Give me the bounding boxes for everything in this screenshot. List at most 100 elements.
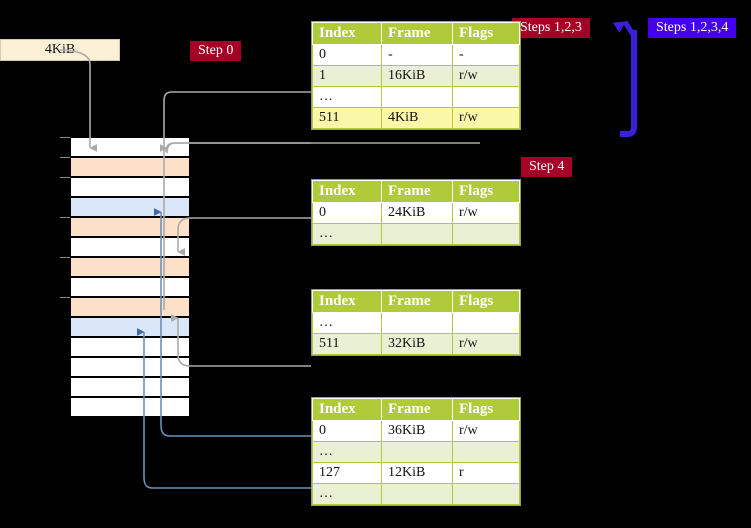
table-row: … — [312, 441, 520, 463]
memory-block-4 — [70, 217, 190, 237]
cell-frame: 4KiB — [381, 107, 453, 129]
memory-block-9 — [70, 317, 190, 337]
steps-1234-label: Steps 1,2,3,4 — [656, 20, 729, 35]
connector-pml4-511-to-block1 — [160, 142, 480, 154]
table-row: … — [312, 86, 520, 108]
cell-flags: r/w — [452, 202, 520, 224]
cell-flags — [452, 441, 520, 463]
frame-size-label: 4KiB — [44, 42, 76, 57]
memory-block-3 — [70, 197, 190, 217]
cell-index: … — [312, 483, 382, 505]
memory-block-1 — [70, 157, 190, 177]
column-header-index: Index — [312, 180, 382, 203]
column-header-index: Index — [312, 290, 382, 313]
frame-size-box: 4KiB — [0, 39, 120, 61]
cell-flags — [452, 483, 520, 505]
cell-frame: 12KiB — [381, 462, 453, 484]
step-0-badge: Step 0 — [190, 41, 242, 61]
steps-123-badge: Steps 1,2,3 — [512, 18, 590, 38]
column-header-frame: Frame — [381, 398, 453, 421]
memory-block-13 — [70, 397, 190, 417]
cell-index: 511 — [312, 107, 382, 129]
memory-block-10 — [70, 337, 190, 357]
cell-flags: r — [452, 462, 520, 484]
cell-frame — [381, 312, 453, 334]
column-header-frame: Frame — [381, 22, 453, 45]
step-4-label: Step 4 — [529, 159, 565, 174]
column-header-frame: Frame — [381, 290, 453, 313]
memory-block-12 — [70, 377, 190, 397]
column-header-frame: Frame — [381, 180, 453, 203]
steps-123-label: Steps 1,2,3 — [520, 20, 582, 35]
table-row: … — [312, 312, 520, 334]
cell-index: … — [312, 312, 382, 334]
cell-frame — [381, 483, 453, 505]
table-row: … — [312, 223, 520, 245]
cell-flags: r/w — [452, 420, 520, 442]
memory-tick-6 — [60, 257, 70, 258]
connector-size-to-block1 — [59, 49, 97, 152]
step-4-badge: Step 4 — [521, 157, 573, 177]
cell-frame: 32KiB — [381, 333, 453, 355]
cell-frame — [381, 441, 453, 463]
physical-memory-column — [60, 137, 190, 417]
cell-flags: r/w — [452, 333, 520, 355]
column-header-flags: Flags — [452, 22, 520, 45]
cell-index: … — [312, 223, 382, 245]
cell-frame — [381, 223, 453, 245]
cell-flags — [452, 86, 520, 108]
memory-tick-8 — [60, 297, 70, 298]
cell-frame: 36KiB — [381, 420, 453, 442]
cell-index: … — [312, 441, 382, 463]
cell-index: 0 — [312, 44, 382, 66]
memory-block-7 — [70, 277, 190, 297]
cell-index: 127 — [312, 462, 382, 484]
cell-flags — [452, 223, 520, 245]
cell-index: … — [312, 86, 382, 108]
memory-block-2 — [70, 177, 190, 197]
memory-block-5 — [70, 237, 190, 257]
memory-tick-2 — [60, 177, 70, 178]
column-header-flags: Flags — [452, 290, 520, 313]
cell-flags — [452, 312, 520, 334]
cell-flags: r/w — [452, 65, 520, 87]
table-row: 0-- — [312, 44, 520, 66]
steps-1234-badge: Steps 1,2,3,4 — [648, 18, 737, 38]
memory-block-0 — [70, 137, 190, 157]
column-header-index: Index — [312, 22, 382, 45]
cell-frame — [381, 86, 453, 108]
table-row: … — [312, 483, 520, 505]
column-header-flags: Flags — [452, 180, 520, 203]
memory-tick-1 — [60, 157, 70, 158]
cell-frame: 16KiB — [381, 65, 453, 87]
cell-flags: - — [452, 44, 520, 66]
cell-frame: - — [381, 44, 453, 66]
memory-block-11 — [70, 357, 190, 377]
connector-pd-511-to-block8 — [171, 314, 311, 367]
memory-block-6 — [70, 257, 190, 277]
step-0-label: Step 0 — [198, 43, 234, 58]
memory-block-8 — [70, 297, 190, 317]
cell-flags: r/w — [452, 107, 520, 129]
memory-tick-4 — [60, 217, 70, 218]
cell-index: 1 — [312, 65, 382, 87]
